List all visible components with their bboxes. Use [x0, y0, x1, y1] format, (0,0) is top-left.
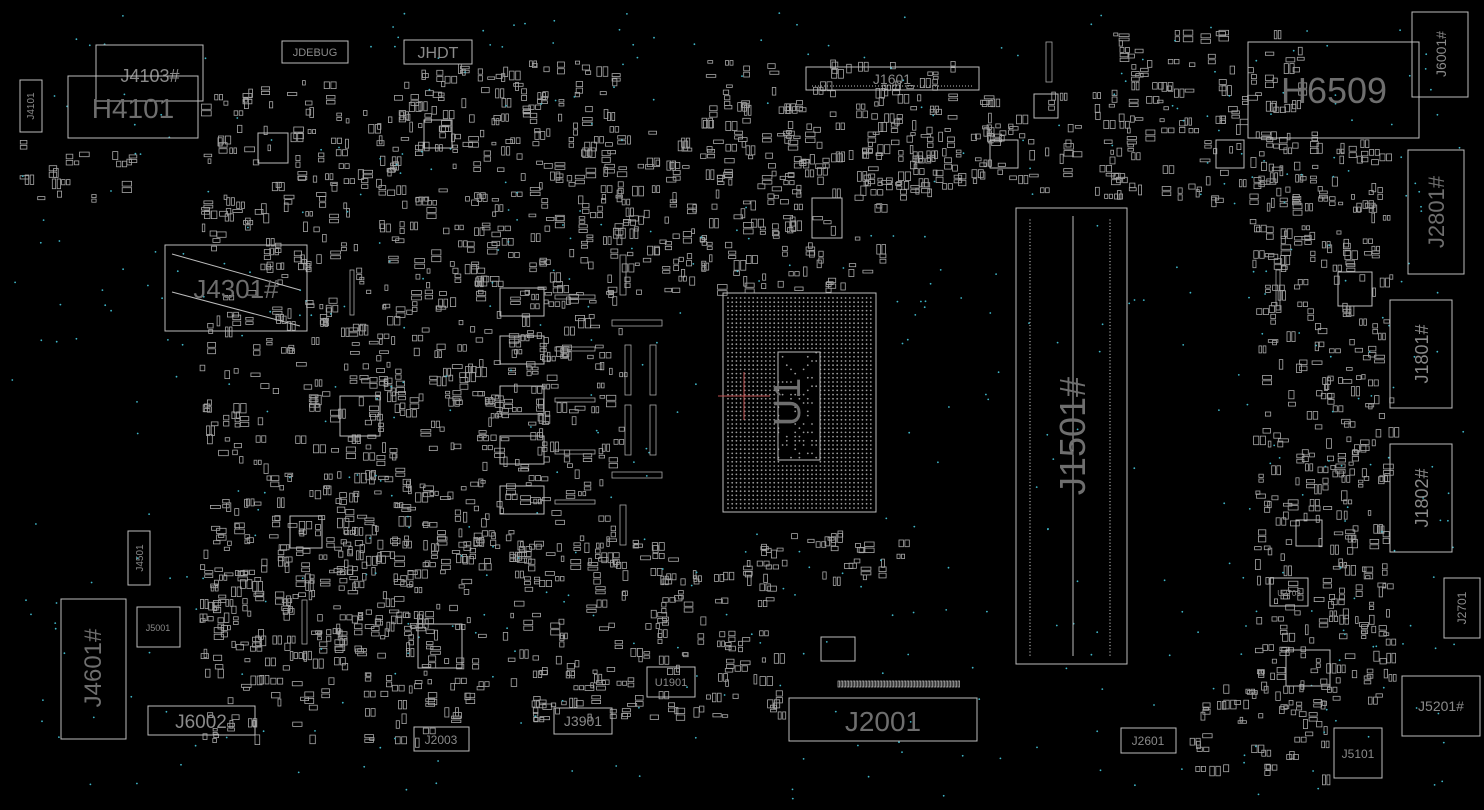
j4501-label: J4501: [135, 544, 146, 572]
u1901-label: U1901: [655, 677, 687, 689]
j4101-label: J4101: [26, 92, 37, 120]
connector-j5001[interactable]: J5001: [136, 606, 181, 648]
j6002-label: J6002: [175, 712, 227, 733]
j2001-pins: [837, 680, 961, 688]
dimm-pins: [1029, 219, 1111, 656]
connector-j5101[interactable]: J5101: [1333, 727, 1383, 779]
jdebug-label: JDEBUG: [293, 47, 338, 59]
connector-j2601[interactable]: J2601: [1120, 727, 1177, 754]
u2703-label: U2703: [1277, 589, 1301, 598]
j2001-label: J2001: [845, 706, 921, 737]
connector-j4601[interactable]: J4601#: [60, 598, 127, 740]
j4601-label: J4601#: [80, 628, 107, 707]
connector-j1801[interactable]: J1801#: [1389, 299, 1453, 409]
connector-j4301[interactable]: J4301#: [164, 244, 308, 332]
u1-label: U1: [767, 378, 809, 427]
connector-j2001[interactable]: J2001: [788, 680, 978, 742]
connector-j6001[interactable]: J6001#: [1411, 11, 1469, 98]
j5001-label: J5001: [146, 623, 171, 633]
j1601-label: J1601: [873, 71, 911, 87]
chip-u1901[interactable]: U1901: [646, 666, 696, 698]
component-field: [11, 12, 1465, 800]
j6001-label: J6001#: [1433, 31, 1449, 77]
connector-j1802[interactable]: J1802#: [1389, 443, 1453, 553]
connector-jhdt[interactable]: JHDT: [403, 39, 473, 65]
connector-j4501[interactable]: J4501: [127, 530, 151, 586]
j2003-label: J2003: [425, 733, 458, 747]
mount-hole-h6509[interactable]: H6509: [1247, 41, 1420, 139]
h6509-label: H6509: [1281, 70, 1387, 111]
mount-hole-h4101[interactable]: H4101: [67, 75, 199, 139]
j1501-label: J1501#: [1052, 377, 1093, 495]
j2801-label: J2801#: [1424, 175, 1449, 248]
h4101-label: H4101: [92, 93, 175, 124]
j4301-label: J4301#: [193, 274, 279, 304]
j2601-label: J2601: [1132, 734, 1165, 748]
cpu-u1[interactable]: U1: [718, 292, 877, 513]
j2701-label: J2701: [1455, 591, 1469, 624]
connector-j3901[interactable]: J3901: [553, 707, 613, 735]
j5201-label: J5201#: [1418, 698, 1464, 714]
jhdt-label: JHDT: [418, 45, 459, 62]
connector-j1601[interactable]: J1601: [805, 66, 980, 91]
connector-jdebug[interactable]: JDEBUG: [281, 40, 349, 64]
connector-j2701[interactable]: J2701: [1443, 577, 1481, 639]
dimm-slot-j1501[interactable]: J1501#: [1015, 207, 1128, 665]
connector-j2003[interactable]: J2003: [413, 726, 470, 752]
j1802-label: J1802#: [1412, 468, 1432, 527]
j5101-label: J5101: [1342, 747, 1375, 761]
connector-j2801[interactable]: J2801#: [1407, 149, 1465, 275]
chip-u2703[interactable]: U2703: [1269, 577, 1309, 607]
bga-pin-grid: [727, 297, 872, 509]
connector-j5201[interactable]: J5201#: [1401, 675, 1481, 737]
j3901-label: J3901: [564, 713, 602, 729]
connector-j6002[interactable]: J6002: [147, 705, 256, 736]
connector-j4101[interactable]: J4101: [19, 79, 43, 133]
j1801-label: J1801#: [1412, 324, 1432, 383]
